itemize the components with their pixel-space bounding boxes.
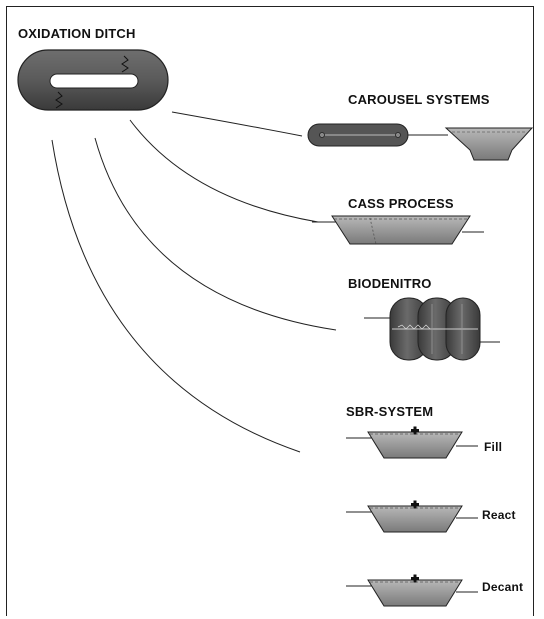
oxidation-ditch-shape	[17, 49, 169, 111]
biodenitro-label: BIODENITRO	[348, 276, 432, 291]
carousel-systems-label: CAROUSEL SYSTEMS	[348, 92, 490, 107]
cass-process-shape	[312, 215, 484, 245]
connector-biodenitro	[94, 137, 337, 331]
sbr-tank-react	[346, 500, 478, 533]
sbr-tank-fill	[346, 426, 478, 459]
cass-process-label: CASS PROCESS	[348, 196, 454, 211]
carousel-system-shape	[307, 123, 534, 161]
sbr-react-label: React	[482, 508, 516, 522]
diagram-frame	[6, 6, 534, 616]
connector-lines	[51, 111, 337, 453]
biodenitro-shape	[364, 297, 500, 361]
connector-cass	[129, 119, 319, 223]
oxidation-ditch-label: OXIDATION DITCH	[18, 26, 136, 41]
sbr-fill-label: Fill	[484, 440, 503, 454]
aerator-icon	[55, 55, 129, 109]
sbr-system-label: SBR-SYSTEM	[346, 404, 434, 419]
sbr-decant-label: Decant	[482, 580, 524, 594]
connector-carousel	[171, 111, 303, 137]
sbr-tank-decant	[346, 574, 478, 607]
connector-sbr	[51, 139, 301, 453]
